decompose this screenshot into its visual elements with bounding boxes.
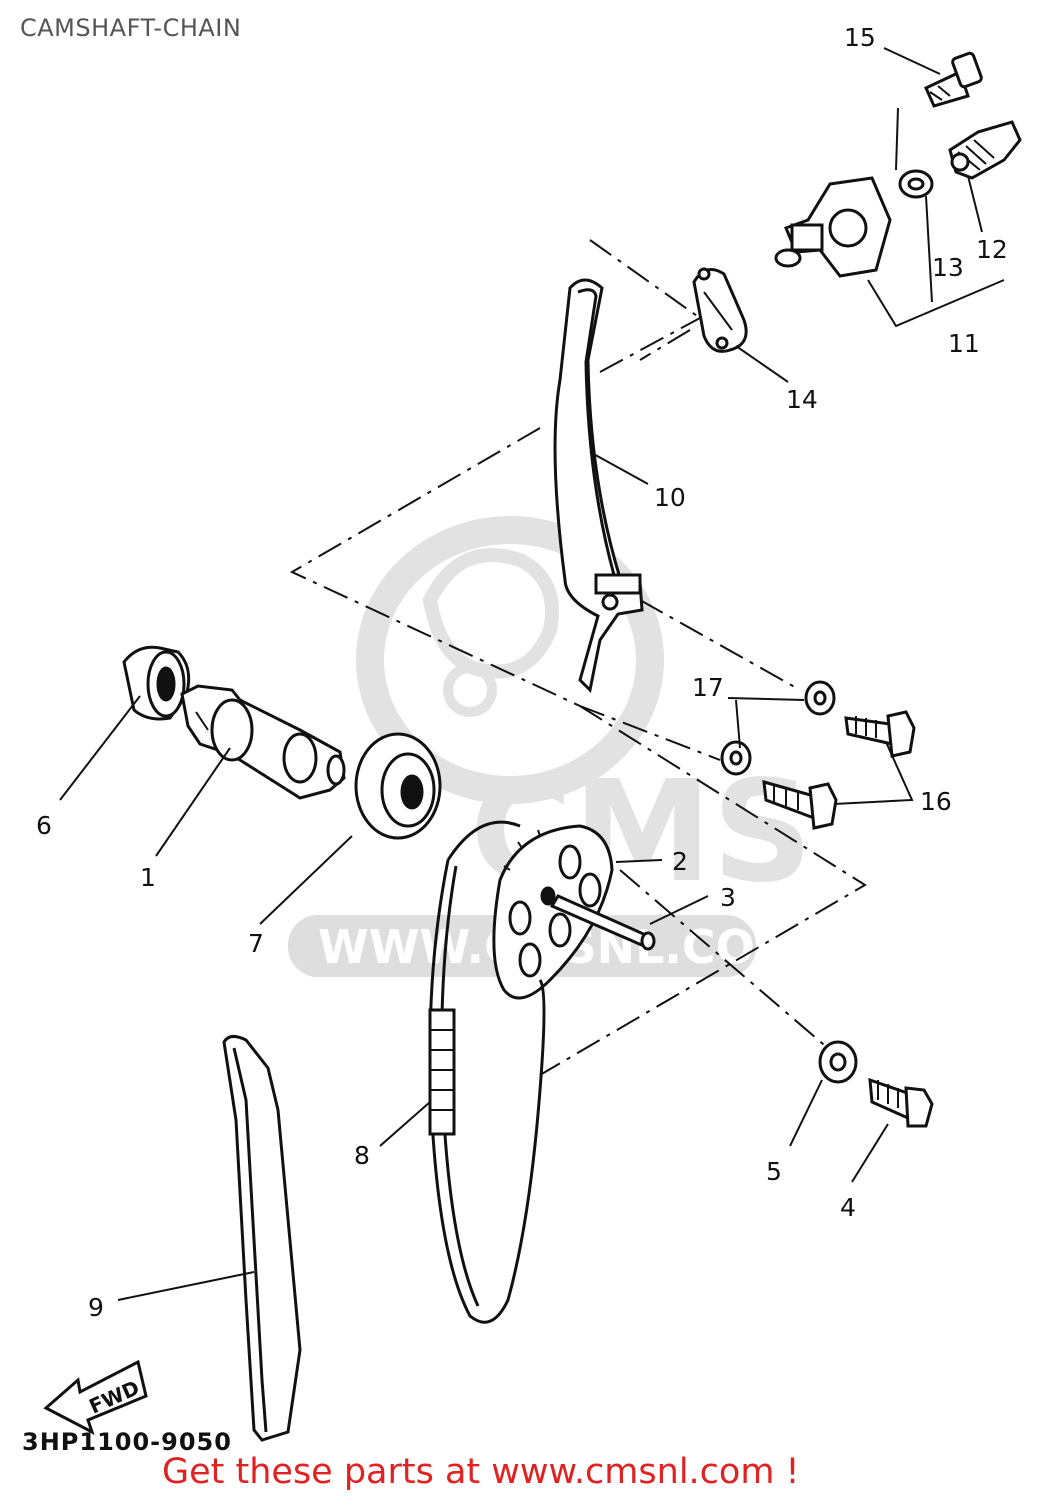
alignment-lines [289,239,867,1076]
tensioner-washer [898,169,934,199]
tensioner-bolt [924,51,983,108]
sprocket-washer [818,1040,858,1084]
callout-13: 13 [932,253,964,282]
callout-12: 12 [976,235,1008,264]
callout-17: 17 [692,673,724,702]
forward-arrow-icon: FWD [43,1359,148,1436]
callout-10: 10 [654,483,686,512]
callout-4: 4 [840,1193,856,1222]
sprocket-pin [549,894,656,951]
sprocket-bolt [868,1077,934,1128]
callout-6: 6 [36,811,52,840]
chain-guide-tensioner [553,278,644,694]
callout-14: 14 [786,385,818,414]
callout-11: 11 [948,329,980,358]
callout-3: 3 [720,883,736,912]
callout-9: 9 [88,1293,104,1322]
callout-5: 5 [766,1157,782,1186]
camshaft-bearing-left [122,645,191,721]
diagram-code: 3HP1100-9050 [22,1428,232,1456]
guide-washers [720,680,836,776]
leader-lines [59,47,1005,1301]
callout-2: 2 [672,847,688,876]
guide-bolts [762,710,916,830]
promo-link[interactable]: Get these parts at www.cmsnl.com ! [162,1452,800,1492]
callout-8: 8 [354,1141,370,1170]
chain-guide-fixed [222,1035,302,1442]
callout-1: 1 [140,863,156,892]
callout-16: 16 [920,787,952,816]
camshaft [180,684,346,800]
timing-chain [428,820,546,1324]
tensioner-cap-bolt [948,120,1022,180]
callout-7: 7 [248,929,264,958]
chain-tensioner-assembly [774,176,892,278]
camshaft-sprocket [492,824,614,1000]
camshaft-bearing-right [354,732,442,840]
tensioner-gasket [692,267,748,353]
page-title: CAMSHAFT-CHAIN [20,14,242,42]
callout-15: 15 [844,23,876,52]
